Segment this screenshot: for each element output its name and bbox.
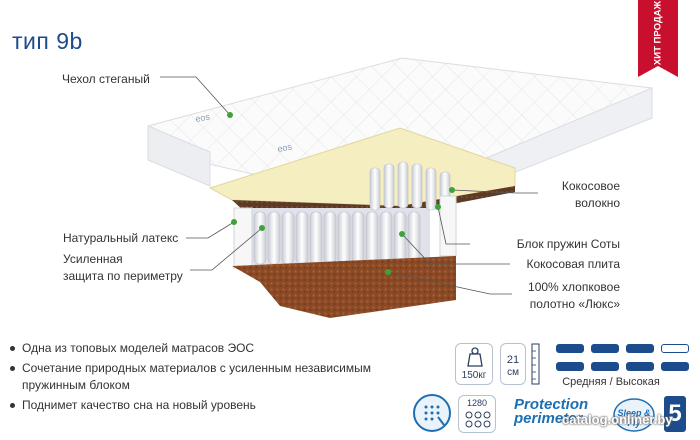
firmness-bottom-2: [591, 362, 619, 371]
max-weight-badge: 150кг: [455, 343, 493, 385]
sleep-fly-text: Sleep & Fly: [617, 408, 651, 428]
spring-grid-icon: [465, 411, 491, 428]
page-title: тип 9b: [12, 28, 83, 54]
ruler-icon: [531, 343, 540, 385]
sleep-fly-badge: [613, 398, 655, 432]
cover-logo-2: eos: [277, 142, 294, 154]
feature-item: Сочетание природных материалов с усиленн…: [8, 360, 388, 394]
coconut-plate: [232, 256, 456, 318]
mattress-side-left: [147, 125, 211, 187]
firmness-top-3: [626, 344, 654, 353]
callout-cotton-cloth-line1: 100% хлопковое: [528, 280, 620, 294]
callout-lines: [160, 76, 538, 295]
height-unit: см: [507, 367, 519, 378]
callout-markers: [227, 112, 455, 275]
cotton-cover-icon: [413, 394, 451, 432]
perimeter-left: [233, 207, 253, 269]
firmness-bottom-4: [661, 362, 689, 371]
mattress-illustration: eos eos: [147, 57, 653, 318]
callout-perimeter: Усиленная защита по периметру: [63, 251, 183, 285]
firmness-label: Средняя / Высокая: [562, 376, 660, 388]
feature-item: Поднимет качество сна на новый уровень: [8, 397, 388, 414]
firmness-top-1: [556, 344, 584, 353]
feature-item: Одна из топовых моделей матрасов ЭОС: [8, 340, 388, 357]
callout-cotton-cloth: 100% хлопковое полотно «Люкс»: [490, 279, 620, 313]
firmness-bottom-1: [556, 362, 584, 371]
springs-count-badge: 1280: [458, 395, 496, 433]
protection-line2: perimeter: [514, 410, 583, 427]
callout-spring-block: Блок пружин Соты: [516, 237, 620, 251]
bestseller-ribbon: ХИТ ПРОДАЖ: [638, 0, 678, 77]
callout-perimeter-line2: защита по периметру: [63, 269, 183, 283]
callout-latex: Натуральный латекс: [63, 231, 179, 245]
watermark: catalog.onliner.by: [562, 412, 673, 427]
springs-count-value: 1280: [466, 398, 488, 408]
cover-logo-1: eos: [195, 112, 212, 124]
callout-coconut-fiber-line1: Кокосовое: [561, 179, 620, 193]
firmness-top-4: [661, 344, 689, 353]
protection-perimeter-badge: Protection perimeter: [514, 396, 589, 427]
protection-line1: Protection: [514, 396, 589, 413]
feature-list: Одна из топовых моделей матрасов ЭОС Соч…: [8, 340, 388, 417]
firmness-top-2: [591, 344, 619, 353]
callout-cotton-cloth-line2: полотно «Люкс»: [529, 297, 620, 311]
weight-icon: [467, 347, 483, 367]
firmness-bottom-3: [626, 362, 654, 371]
ribbon-text: ХИТ ПРОДАЖ: [652, 0, 664, 66]
callout-coconut-fiber: Кокосовое волокно: [520, 178, 620, 212]
springs-back: [369, 161, 451, 213]
callout-perimeter-line1: Усиленная: [63, 252, 123, 266]
max-weight-value: 150кг: [461, 370, 487, 381]
callout-cover: Чехол стеганый: [62, 72, 150, 86]
perimeter-right: [439, 195, 457, 257]
callout-coconut-fiber-line2: волокно: [574, 196, 620, 210]
height-badge: 21 см: [500, 343, 526, 385]
callout-coconut-plate: Кокосовая плита: [526, 257, 620, 271]
warranty-years-badge: 5: [664, 396, 686, 432]
height-value: 21: [506, 354, 520, 366]
